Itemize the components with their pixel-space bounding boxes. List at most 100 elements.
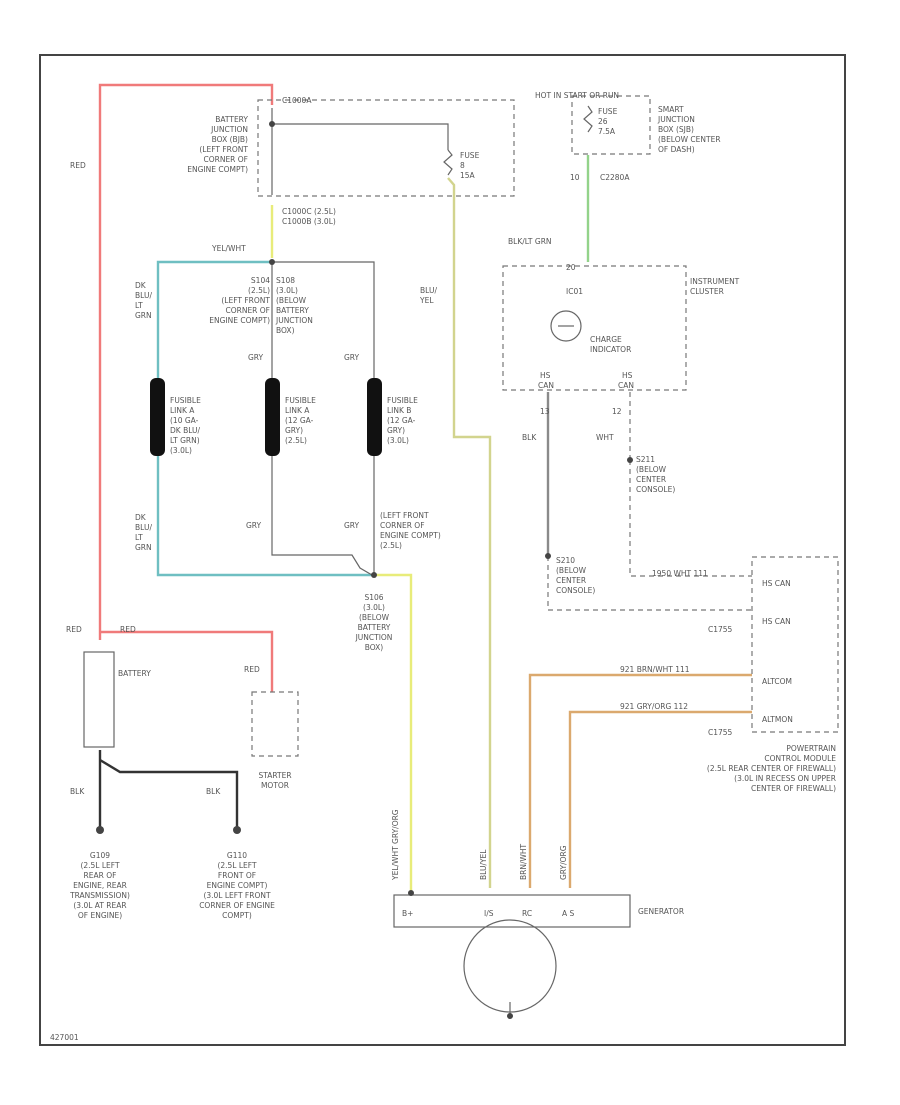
svg-text:COMPT): COMPT) <box>222 911 252 920</box>
pin-13-label: 13 <box>540 407 550 416</box>
gry-label: GRY <box>246 521 262 530</box>
blu-yel-vertical-label: BLU/YEL <box>479 849 488 880</box>
fusible-link-a-dk <box>150 378 165 456</box>
blk-ground-b <box>99 758 239 830</box>
svg-text:GRN: GRN <box>135 543 152 552</box>
svg-text:C2280A: C2280A <box>600 173 630 182</box>
svg-text:CENTER: CENTER <box>636 475 666 484</box>
svg-text:FUSIBLE: FUSIBLE <box>285 396 316 405</box>
brn-wht-vertical-label: BRN/WHT <box>519 843 528 880</box>
hs-can-left-label: HS CAN <box>538 371 554 390</box>
svg-text:S108: S108 <box>276 276 295 285</box>
svg-text:(LEFT FRONT: (LEFT FRONT <box>221 296 270 305</box>
instrument-cluster-box <box>502 265 687 391</box>
svg-text:(3.0L): (3.0L) <box>170 446 192 455</box>
s104-label: S104 (2.5L) (LEFT FRONT CORNER OF ENGINE… <box>209 276 270 325</box>
svg-text:(BELOW: (BELOW <box>556 566 587 575</box>
svg-text:CHARGE: CHARGE <box>590 335 622 344</box>
svg-text:8: 8 <box>460 161 465 170</box>
battery-label: BATTERY <box>118 669 151 678</box>
svg-text:G109: G109 <box>90 851 110 860</box>
svg-text:POWERTRAIN: POWERTRAIN <box>786 744 836 753</box>
pin-12-label: 12 <box>612 407 622 416</box>
blk-label: BLK <box>522 433 537 442</box>
svg-text:DK BLU/: DK BLU/ <box>170 426 201 435</box>
svg-text:LT: LT <box>135 301 143 310</box>
svg-text:GRY): GRY) <box>387 426 405 435</box>
bjb-label: BATTERY JUNCTION BOX (BJB) (LEFT FRONT C… <box>187 115 248 174</box>
svg-text:JUNCTION: JUNCTION <box>355 633 393 642</box>
svg-text:(2.5L LEFT: (2.5L LEFT <box>217 861 257 870</box>
svg-text:C1000B (3.0L): C1000B (3.0L) <box>282 217 336 226</box>
yel-gen-wire <box>374 573 413 895</box>
svg-text:(2.5L LEFT: (2.5L LEFT <box>80 861 120 870</box>
svg-text:(3.0L AT REAR: (3.0L AT REAR <box>73 901 126 910</box>
brn-wht-label: 921 BRN/WHT 111 <box>620 665 690 674</box>
battery-junction-box <box>257 99 515 197</box>
svg-text:BOX): BOX) <box>365 643 384 652</box>
svg-text:ENGINE COMPT): ENGINE COMPT) <box>380 531 441 540</box>
svg-text:(BELOW: (BELOW <box>359 613 390 622</box>
fl-a1-label: FUSIBLE LINK A (10 GA- DK BLU/ LT GRN) (… <box>170 396 201 455</box>
svg-text:INDICATOR: INDICATOR <box>590 345 631 354</box>
splice-dot <box>371 572 377 578</box>
svg-text:ENGINE COMPT): ENGINE COMPT) <box>207 881 268 890</box>
generator-label: GENERATOR <box>638 907 684 916</box>
gry-mid-bottom <box>271 455 373 576</box>
svg-text:CAN: CAN <box>538 381 554 390</box>
blk-label: BLK <box>70 787 85 796</box>
blk-grn-label: BLK/LT GRN <box>508 237 552 246</box>
yel-wht-vertical-label: YEL/WHT GRY/ORG <box>391 809 400 881</box>
c-top-label: C1000A <box>282 96 312 105</box>
pcm-pin-hs-can-b: HS CAN <box>762 617 791 626</box>
svg-text:ENGINE COMPT): ENGINE COMPT) <box>187 165 248 174</box>
svg-text:G110: G110 <box>227 851 247 860</box>
svg-text:JUNCTION: JUNCTION <box>657 115 695 124</box>
c2280-label: 10 C2280A <box>570 173 630 182</box>
pcm-pin-hs-can-a: HS CAN <box>762 579 791 588</box>
svg-text:REAR OF: REAR OF <box>84 871 117 880</box>
svg-text:CLUSTER: CLUSTER <box>690 287 724 296</box>
pcm-pin-altcom: ALTCOM <box>762 677 792 686</box>
svg-text:7.5A: 7.5A <box>598 127 616 136</box>
gry-org-wire <box>568 710 752 888</box>
red-feed-wire <box>98 83 274 640</box>
starter-label: STARTER MOTOR <box>258 771 291 790</box>
diagram-frame <box>39 54 846 1046</box>
svg-text:(2.5L): (2.5L) <box>248 286 270 295</box>
starter-motor-box <box>251 691 299 757</box>
gry-org-label: 921 GRY/ORG 112 <box>620 702 688 711</box>
svg-text:RC: RC <box>522 909 532 918</box>
svg-text:HS: HS <box>540 371 551 380</box>
ground-g109 <box>96 826 104 834</box>
teal-bottom <box>156 455 374 577</box>
c-conn-label: C1000C (2.5L) C1000B (3.0L) <box>282 207 336 226</box>
blu-yel-label: BLU/ YEL <box>419 286 437 305</box>
fuse26-body <box>583 105 593 133</box>
charge-indicator-label: CHARGE INDICATOR <box>590 335 631 354</box>
svg-text:OF ENGINE): OF ENGINE) <box>78 911 122 920</box>
svg-text:(LEFT FRONT: (LEFT FRONT <box>199 145 248 154</box>
svg-text:MOTOR: MOTOR <box>261 781 289 790</box>
brn-wht-wire <box>528 673 752 888</box>
red-label: RED <box>66 625 82 634</box>
svg-text:B+: B+ <box>402 909 413 918</box>
svg-text:LT GRN): LT GRN) <box>170 436 200 445</box>
gry-label: GRY <box>344 521 360 530</box>
svg-text:CORNER OF ENGINE: CORNER OF ENGINE <box>199 901 275 910</box>
red-label: RED <box>120 625 136 634</box>
c1755-label: C1755 <box>708 625 733 634</box>
dk-blu-top-label: DK BLU/ LT GRN <box>135 281 152 320</box>
svg-text:S106: S106 <box>364 593 383 602</box>
hs-can-1 <box>547 556 752 611</box>
c1755-label: C1755 <box>708 728 733 737</box>
svg-text:LINK A: LINK A <box>285 406 310 415</box>
hs-can-2b <box>629 460 752 577</box>
svg-text:CORNER OF: CORNER OF <box>203 155 248 164</box>
blu-yel-wire <box>447 177 492 888</box>
svg-text:I/S: I/S <box>484 909 494 918</box>
fusible-link-a-gry <box>265 378 280 456</box>
pcm-box <box>751 556 839 733</box>
svg-text:HS: HS <box>622 371 633 380</box>
